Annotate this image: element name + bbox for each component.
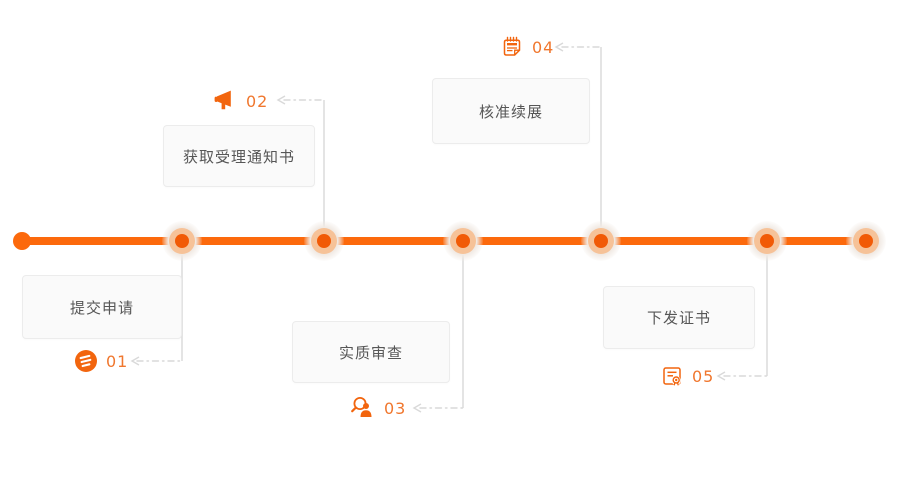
step-4-label: 核准续展 <box>478 102 543 121</box>
step-box-5: 下发证书 <box>603 286 755 349</box>
step-1-label: 提交申请 <box>69 298 134 317</box>
person-search-icon <box>351 397 372 417</box>
step-3-number: 03 <box>384 398 407 418</box>
step-box-3: 实质审查 <box>292 321 450 383</box>
certificate-icon <box>663 367 681 386</box>
timeline-node-1 <box>162 221 202 261</box>
step-5-marker: 05 <box>660 363 714 389</box>
node-dot <box>859 234 873 248</box>
timeline-node-3 <box>443 221 483 261</box>
node-dot <box>594 234 608 248</box>
node-ring <box>169 228 195 254</box>
step-5-number: 05 <box>692 366 715 386</box>
node-dot <box>760 234 774 248</box>
step-box-4: 核准续展 <box>432 78 590 144</box>
node-ring <box>853 228 879 254</box>
node-dot <box>175 234 189 248</box>
node-ring <box>754 228 780 254</box>
step-1-marker: 01 <box>74 348 128 374</box>
node-ring <box>588 228 614 254</box>
step-3-label: 实质审查 <box>338 343 403 362</box>
node-ring <box>450 228 476 254</box>
step-box-2: 获取受理通知书 <box>163 125 315 187</box>
step-2-marker: 02 <box>214 88 268 114</box>
node-ring <box>311 228 337 254</box>
step-4-number: 04 <box>532 37 555 57</box>
step-5-label: 下发证书 <box>646 309 711 327</box>
node-dot <box>456 234 470 248</box>
step-2-label: 获取受理通知书 <box>182 147 295 166</box>
step-4-marker: 04 <box>500 34 554 60</box>
timeline-start-cap <box>13 232 31 250</box>
step-1-number: 01 <box>106 351 129 371</box>
timeline-node-6 <box>846 221 886 261</box>
node-dot <box>317 234 331 248</box>
timeline-node-5 <box>747 221 787 261</box>
notepad-icon <box>503 36 521 56</box>
memo-circle-icon <box>75 350 97 372</box>
step-3-marker: 03 <box>350 395 406 421</box>
timeline-node-2 <box>304 221 344 261</box>
timeline-node-4 <box>581 221 621 261</box>
step-2-number: 02 <box>246 91 269 111</box>
step-box-1: 提交申请 <box>22 275 182 339</box>
megaphone-icon <box>214 90 231 110</box>
